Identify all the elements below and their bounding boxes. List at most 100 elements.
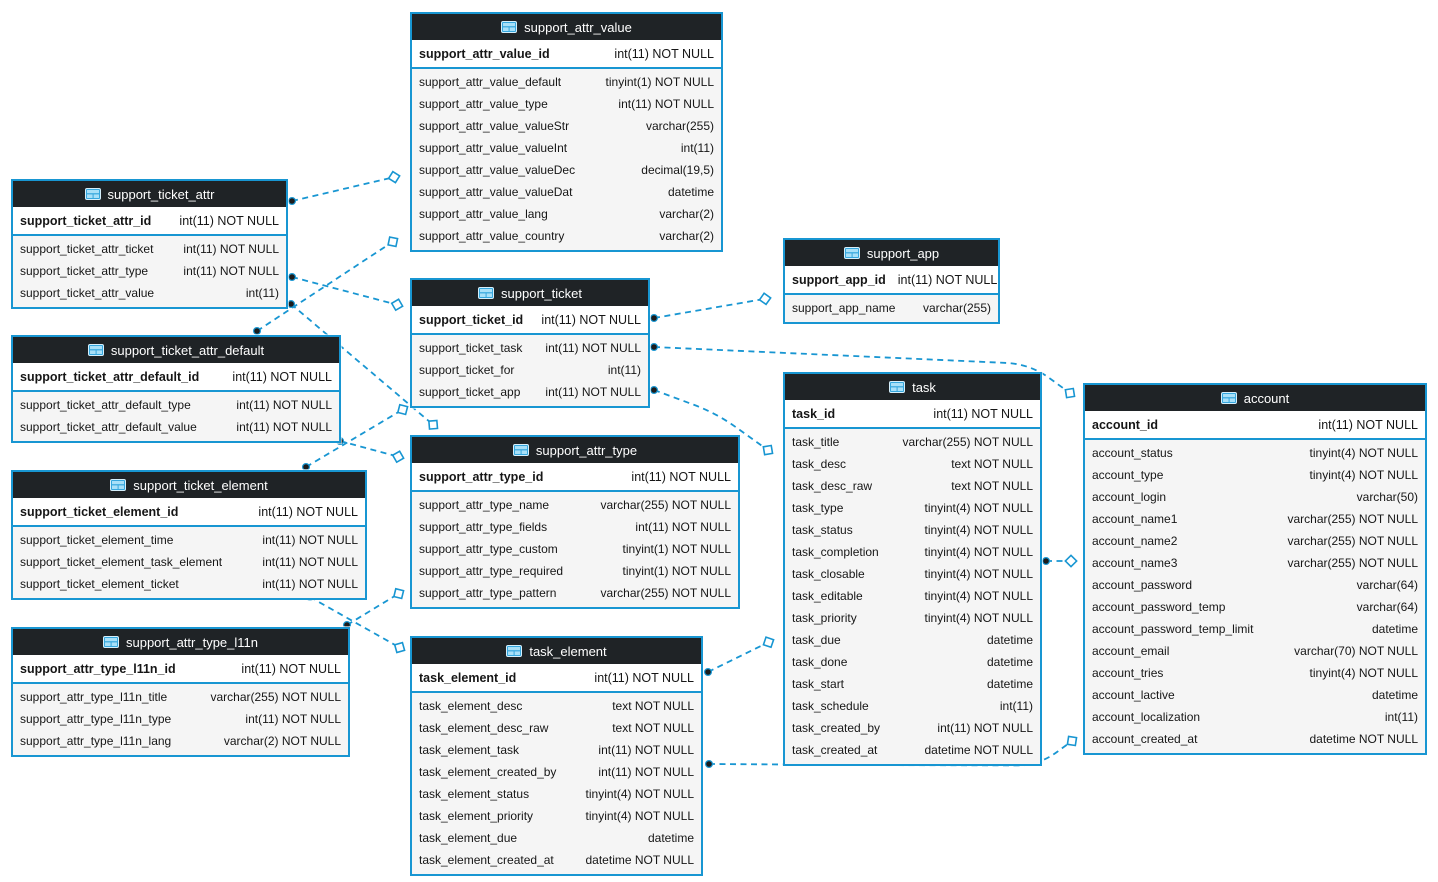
- table-support_attr_type_l11n[interactable]: support_attr_type_l11n support_attr_type_…: [11, 627, 350, 757]
- column-type: int(11) NOT NULL: [232, 369, 332, 384]
- relationship-support_ticket_attr_default-support_attr_type[interactable]: [336, 437, 405, 464]
- column-type: tinyint(4) NOT NULL: [924, 501, 1033, 515]
- column-name: support_ticket_attr_ticket: [20, 242, 154, 256]
- table-title: task: [912, 379, 936, 395]
- relationship-support_ticket_attr-support_ticket[interactable]: [288, 273, 404, 312]
- column-type: tinyint(1) NOT NULL: [622, 564, 731, 578]
- column-row: support_attr_type_l11n_type int(11) NOT N…: [13, 708, 348, 730]
- column-type: int(11) NOT NULL: [545, 385, 641, 399]
- column-name: support_attr_value_valueDec: [419, 163, 576, 177]
- table-icon: [512, 444, 529, 456]
- column-type: int(11) NOT NULL: [598, 765, 694, 779]
- column-name: account_password: [1092, 578, 1193, 592]
- table-header[interactable]: task: [785, 374, 1040, 400]
- relationship-task_element-task[interactable]: [703, 636, 775, 676]
- column-type: varchar(255) NOT NULL: [600, 586, 732, 600]
- relationship-support_attr_type_l11n-support_attr_type[interactable]: [343, 587, 405, 629]
- relationship-task-account[interactable]: [1041, 554, 1078, 568]
- column-type: int(11) NOT NULL: [236, 420, 332, 434]
- table-header[interactable]: account: [1085, 385, 1425, 411]
- table-header[interactable]: support_ticket_attr: [13, 181, 286, 207]
- relationship-support_ticket_element-support_ticket[interactable]: [302, 403, 409, 472]
- relationship-target-diamond: [762, 444, 774, 456]
- column-type: int(11): [607, 363, 641, 377]
- column-type: tinyint(4) NOT NULL: [924, 567, 1033, 581]
- relationship-support_ticket-task[interactable]: [649, 386, 774, 456]
- column-type: text NOT NULL: [612, 699, 694, 713]
- table-task_element[interactable]: task_element task_element_id int(11) NOT N…: [410, 636, 703, 876]
- column-type: int(11) NOT NULL: [262, 533, 358, 547]
- column-name: support_attr_type_l11n_title: [20, 690, 168, 704]
- table-title: support_ticket_attr_default: [110, 342, 265, 358]
- column-type: tinyint(4) NOT NULL: [1309, 666, 1418, 680]
- column-type: tinyint(4) NOT NULL: [924, 611, 1033, 625]
- column-name: task_created_by: [792, 721, 881, 735]
- relationship-target-diamond: [392, 587, 405, 600]
- column-type: varchar(255) NOT NULL: [210, 690, 342, 704]
- table-support_ticket_element[interactable]: support_ticket_element support_ticket_ele…: [11, 470, 367, 600]
- column-type: int(11) NOT NULL: [618, 97, 714, 111]
- column-type: varchar(64): [1356, 578, 1418, 592]
- column-type: text NOT NULL: [951, 457, 1033, 471]
- relationship-source-dot: [253, 327, 262, 336]
- column-type: varchar(255) NOT NULL: [1287, 556, 1419, 570]
- column-name: support_attr_type_l11n_type: [20, 712, 172, 726]
- table-header[interactable]: support_attr_type_l11n: [13, 629, 348, 655]
- relationship-source-dot: [288, 197, 297, 206]
- table-header[interactable]: support_ticket_element: [13, 472, 365, 498]
- table-header[interactable]: support_attr_value: [412, 14, 721, 40]
- relationship-target-diamond: [387, 170, 401, 184]
- relationship-support_ticket-account[interactable]: [649, 343, 1076, 399]
- column-name: task_schedule: [792, 699, 869, 713]
- relationship-source-dot: [704, 759, 713, 768]
- column-name: account_lactive: [1092, 688, 1175, 702]
- column-type: int(11) NOT NULL: [258, 504, 358, 519]
- relationship-support_ticket_attr-support_attr_value[interactable]: [288, 170, 401, 206]
- relationship-support_ticket_attr_default-support_attr_value[interactable]: [253, 236, 399, 336]
- table-header[interactable]: support_ticket: [412, 280, 648, 306]
- column-name: task_done: [792, 655, 848, 669]
- column-name: support_ticket_element_id: [20, 504, 179, 519]
- column-type: varchar(64): [1356, 600, 1418, 614]
- column-type: int(11) NOT NULL: [241, 661, 341, 676]
- column-type: int(11): [680, 141, 714, 155]
- table-title: account: [1243, 390, 1290, 406]
- column-name: support_attr_value_valueInt: [419, 141, 568, 155]
- column-name: task_element_id: [419, 670, 517, 685]
- column-name: task_element_created_by: [419, 765, 557, 779]
- relationship-support_ticket-support_app[interactable]: [649, 292, 772, 323]
- table-header[interactable]: task_element: [412, 638, 701, 664]
- column-name: support_ticket_element_task_element: [20, 555, 223, 569]
- column-type: int(11): [999, 699, 1033, 713]
- column-type: int(11) NOT NULL: [236, 398, 332, 412]
- column-type: int(11) NOT NULL: [937, 721, 1033, 735]
- table-support_ticket_attr_default[interactable]: support_ticket_attr_default support_ticke…: [11, 335, 341, 443]
- column-name: account_created_at: [1092, 732, 1198, 746]
- table-header[interactable]: support_app: [785, 240, 998, 266]
- column-type: varchar(2): [659, 207, 714, 221]
- table-header[interactable]: support_ticket_attr_default: [13, 337, 339, 363]
- column-type: int(11) NOT NULL: [245, 712, 341, 726]
- column-name: account_name2: [1092, 534, 1178, 548]
- table-header[interactable]: support_attr_type: [412, 437, 738, 463]
